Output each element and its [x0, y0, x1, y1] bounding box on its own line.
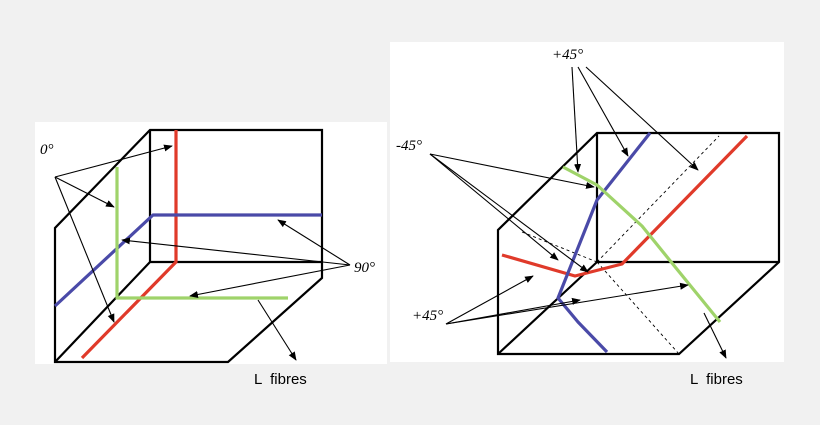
right-label-plus45-top: +45° — [552, 47, 583, 63]
right-diagram: +45° -45° +45° L fibres — [390, 42, 784, 388]
right-box-outline — [496, 131, 781, 356]
right-green-fibre — [562, 165, 722, 324]
left-green-fibre — [115, 167, 288, 300]
left-blue-fibre — [53, 213, 322, 308]
right-arrows — [429, 66, 727, 359]
right-hidden-lines — [521, 135, 720, 355]
left-label-fibres: L fibres — [254, 371, 307, 388]
left-box-outline — [53, 128, 324, 364]
left-arrows — [54, 144, 351, 361]
right-panel-background — [390, 42, 784, 362]
right-red-fibre — [501, 134, 749, 278]
left-red-fibre — [80, 130, 178, 360]
left-diagram: 0° 90° L fibres — [35, 122, 387, 388]
right-label-minus45: -45° — [396, 138, 422, 154]
right-blue-fibre — [556, 132, 652, 354]
left-label-90deg: 90° — [354, 260, 375, 276]
left-label-0deg: 0° — [40, 142, 54, 158]
left-box-inner-edges — [54, 130, 322, 363]
right-label-plus45-bottom: +45° — [412, 308, 443, 324]
right-label-fibres: L fibres — [690, 371, 743, 388]
left-panel-background — [35, 122, 387, 364]
